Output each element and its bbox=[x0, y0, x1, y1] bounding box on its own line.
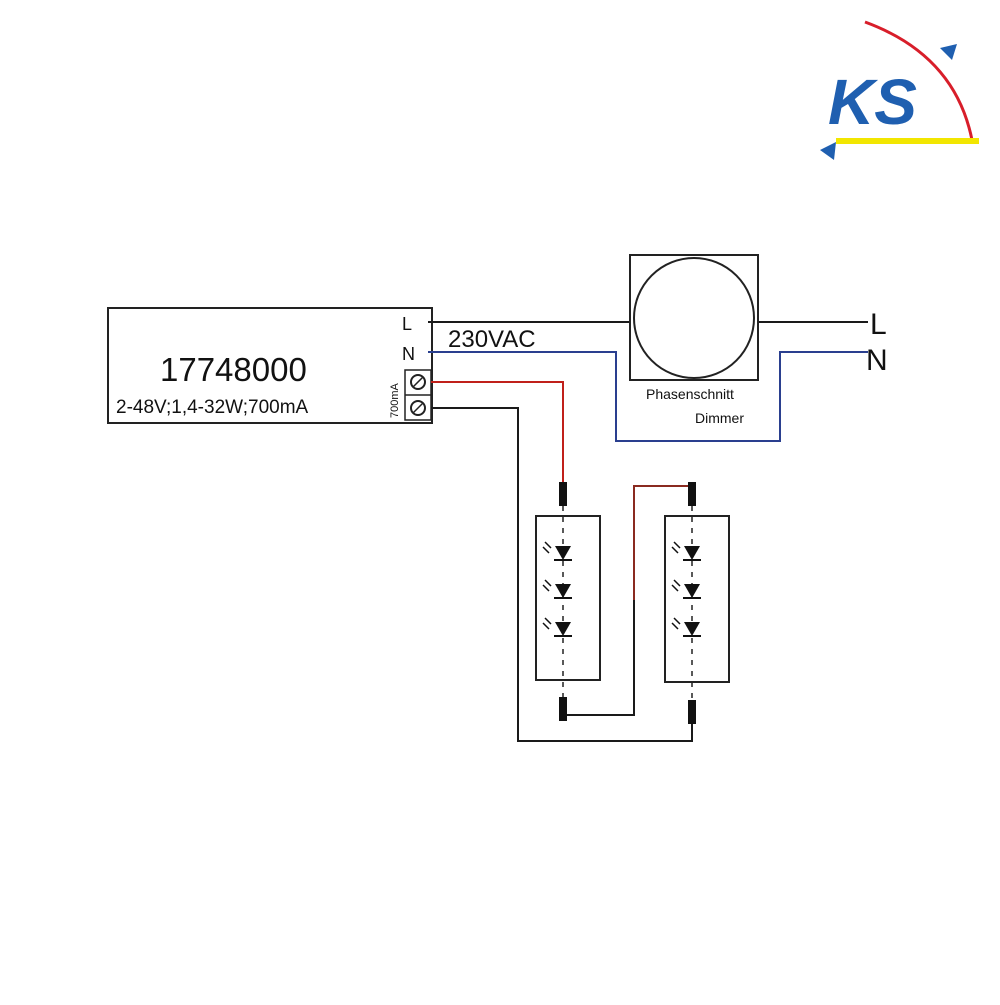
led-emission-arrow bbox=[544, 541, 552, 549]
dimmer-label-line2: Dimmer bbox=[695, 410, 744, 426]
led-emission-arrow bbox=[542, 622, 550, 630]
supply-voltage-label: 230VAC bbox=[448, 326, 536, 353]
led-diode-triangle bbox=[555, 546, 571, 560]
led-diode-icon bbox=[542, 579, 572, 599]
phase-cut-dimmer: Phasenschnitt Dimmer bbox=[629, 254, 759, 426]
led-diode-icon bbox=[542, 617, 572, 637]
led-module-2 bbox=[664, 482, 730, 724]
wire-neutral bbox=[428, 351, 868, 442]
led-connector-bottom bbox=[688, 700, 696, 724]
led-diode-icon bbox=[671, 617, 701, 637]
logo-text: KS bbox=[828, 66, 917, 138]
driver-model: 17748000 bbox=[160, 351, 307, 388]
mains-n-label: N bbox=[866, 344, 888, 377]
led-emission-arrow bbox=[542, 584, 550, 592]
wire-series-link-red bbox=[633, 485, 690, 600]
logo-yellow-bar bbox=[836, 138, 979, 144]
led-diode-triangle bbox=[684, 622, 700, 636]
wire-series-link-black bbox=[563, 600, 635, 716]
wire-negative bbox=[431, 407, 693, 742]
terminal-n-label: N bbox=[402, 344, 415, 364]
led-diode-triangle bbox=[684, 584, 700, 598]
output-wiring bbox=[431, 381, 693, 742]
led-connector-top bbox=[688, 482, 696, 506]
logo-blue-triangle-bottom bbox=[820, 142, 836, 160]
led-connector-bottom bbox=[559, 697, 567, 721]
terminal-l-label: L bbox=[402, 314, 412, 334]
dimmer-label-line1: Phasenschnitt bbox=[646, 386, 734, 402]
led-modules bbox=[535, 482, 730, 724]
led-emission-arrow bbox=[673, 617, 681, 625]
led-diode-icon bbox=[542, 541, 572, 561]
led-emission-arrow bbox=[671, 584, 679, 592]
led-diode-icon bbox=[671, 541, 701, 561]
led-module-1 bbox=[535, 482, 601, 721]
led-emission-arrow bbox=[671, 546, 679, 554]
dimmer-knob bbox=[633, 257, 755, 379]
led-diode-icon bbox=[671, 579, 701, 599]
led-connector-top bbox=[559, 482, 567, 506]
led-emission-arrow bbox=[544, 617, 552, 625]
output-terminal-block bbox=[404, 369, 432, 421]
led-diode-triangle bbox=[555, 622, 571, 636]
led-emission-arrow bbox=[671, 622, 679, 630]
output-current-label: 700mA bbox=[389, 382, 401, 418]
logo-blue-triangle-top bbox=[940, 44, 957, 60]
driver-box bbox=[107, 307, 433, 424]
led-emission-arrow bbox=[673, 541, 681, 549]
led-diode-triangle bbox=[684, 546, 700, 560]
wire-positive bbox=[431, 381, 564, 483]
led-emission-arrow bbox=[673, 579, 681, 587]
led-emission-arrow bbox=[542, 546, 550, 554]
logo-red-arc bbox=[864, 20, 974, 141]
mains-l-label: L bbox=[870, 308, 887, 341]
led-emission-arrow bbox=[544, 579, 552, 587]
driver-spec: 2-48V;1,4-32W;700mA bbox=[116, 397, 309, 418]
mains-wiring: 230VAC L N bbox=[428, 308, 888, 442]
led-driver: 17748000 2-48V;1,4-32W;700mA L N 700mA bbox=[107, 307, 433, 424]
ks-logo: KS bbox=[820, 20, 979, 160]
led-diode-triangle bbox=[555, 584, 571, 598]
